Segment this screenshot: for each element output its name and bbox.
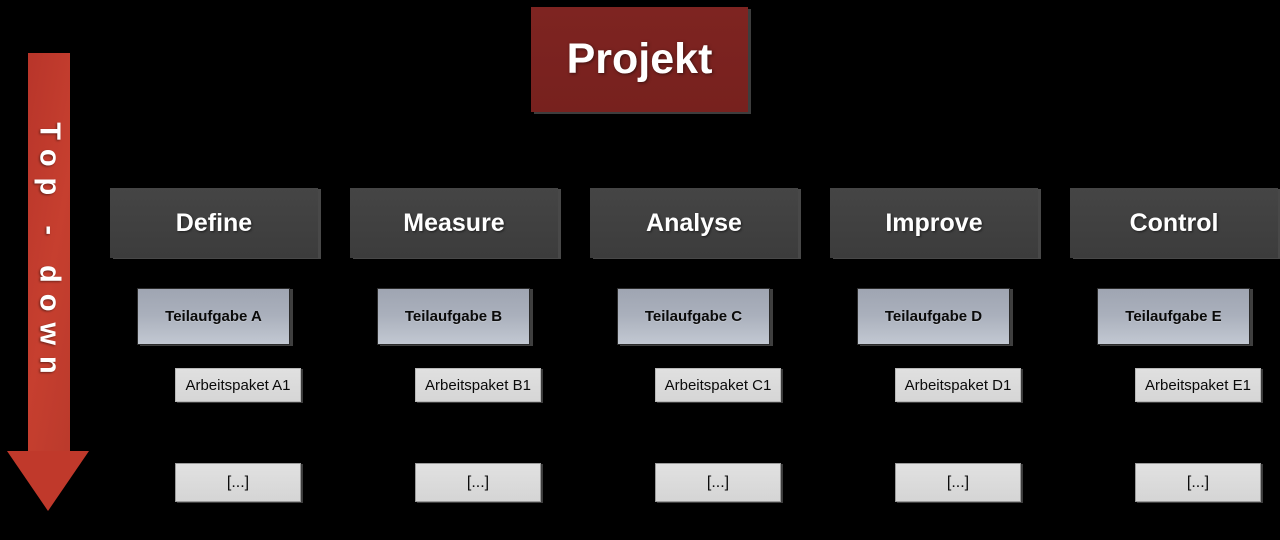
phase-label: Measure xyxy=(403,208,505,237)
subtask-label: Teilaufgabe B xyxy=(404,308,503,325)
ellipsis-box-b[interactable]: [...] xyxy=(415,463,541,502)
ellipsis-label: [...] xyxy=(1186,473,1210,491)
subtask-box-d[interactable]: Teilaufgabe D xyxy=(857,288,1010,345)
ellipsis-label: [...] xyxy=(466,473,490,491)
root-project-box[interactable]: Projekt xyxy=(531,7,748,112)
phase-label: Analyse xyxy=(646,208,742,237)
workpackage-box-c1[interactable]: Arbeitspaket C1 xyxy=(655,368,781,402)
workpackage-label: Arbeitspaket E1 xyxy=(1145,376,1251,394)
phase-box-analyse[interactable]: Analyse xyxy=(590,188,798,258)
workpackage-box-d1[interactable]: Arbeitspaket D1 xyxy=(895,368,1021,402)
phase-label: Define xyxy=(175,208,253,237)
subtask-label: Teilaufgabe D xyxy=(884,308,983,325)
ellipsis-label: [...] xyxy=(226,473,250,491)
root-project-label: Projekt xyxy=(566,35,713,83)
workpackage-box-b1[interactable]: Arbeitspaket B1 xyxy=(415,368,541,402)
phase-box-define[interactable]: Define xyxy=(110,188,318,258)
ellipsis-box-d[interactable]: [...] xyxy=(895,463,1021,502)
workpackage-label: Arbeitspaket A1 xyxy=(185,376,291,394)
phase-box-improve[interactable]: Improve xyxy=(830,188,1038,258)
arrow-shaft-icon xyxy=(28,53,70,453)
ellipsis-box-c[interactable]: [...] xyxy=(655,463,781,502)
ellipsis-box-a[interactable]: [...] xyxy=(175,463,301,502)
subtask-label: Teilaufgabe E xyxy=(1125,308,1222,325)
ellipsis-label: [...] xyxy=(946,473,970,491)
ellipsis-label: [...] xyxy=(706,473,730,491)
workpackage-label: Arbeitspaket C1 xyxy=(664,376,772,394)
phase-label: Improve xyxy=(885,208,983,237)
subtask-label: Teilaufgabe A xyxy=(165,308,262,325)
phase-box-measure[interactable]: Measure xyxy=(350,188,558,258)
phase-box-control[interactable]: Control xyxy=(1070,188,1278,258)
workpackage-box-a1[interactable]: Arbeitspaket A1 xyxy=(175,368,301,402)
subtask-box-e[interactable]: Teilaufgabe E xyxy=(1097,288,1250,345)
ellipsis-box-e[interactable]: [...] xyxy=(1135,463,1261,502)
workpackage-label: Arbeitspaket B1 xyxy=(425,376,531,394)
subtask-label: Teilaufgabe C xyxy=(644,308,743,325)
subtask-box-b[interactable]: Teilaufgabe B xyxy=(377,288,530,345)
workpackage-label: Arbeitspaket D1 xyxy=(904,376,1012,394)
arrow-head-icon xyxy=(7,451,89,511)
subtask-box-a[interactable]: Teilaufgabe A xyxy=(137,288,290,345)
phase-label: Control xyxy=(1129,208,1219,237)
subtask-box-c[interactable]: Teilaufgabe C xyxy=(617,288,770,345)
top-down-arrow: Top - down xyxy=(7,53,89,511)
workpackage-box-e1[interactable]: Arbeitspaket E1 xyxy=(1135,368,1261,402)
